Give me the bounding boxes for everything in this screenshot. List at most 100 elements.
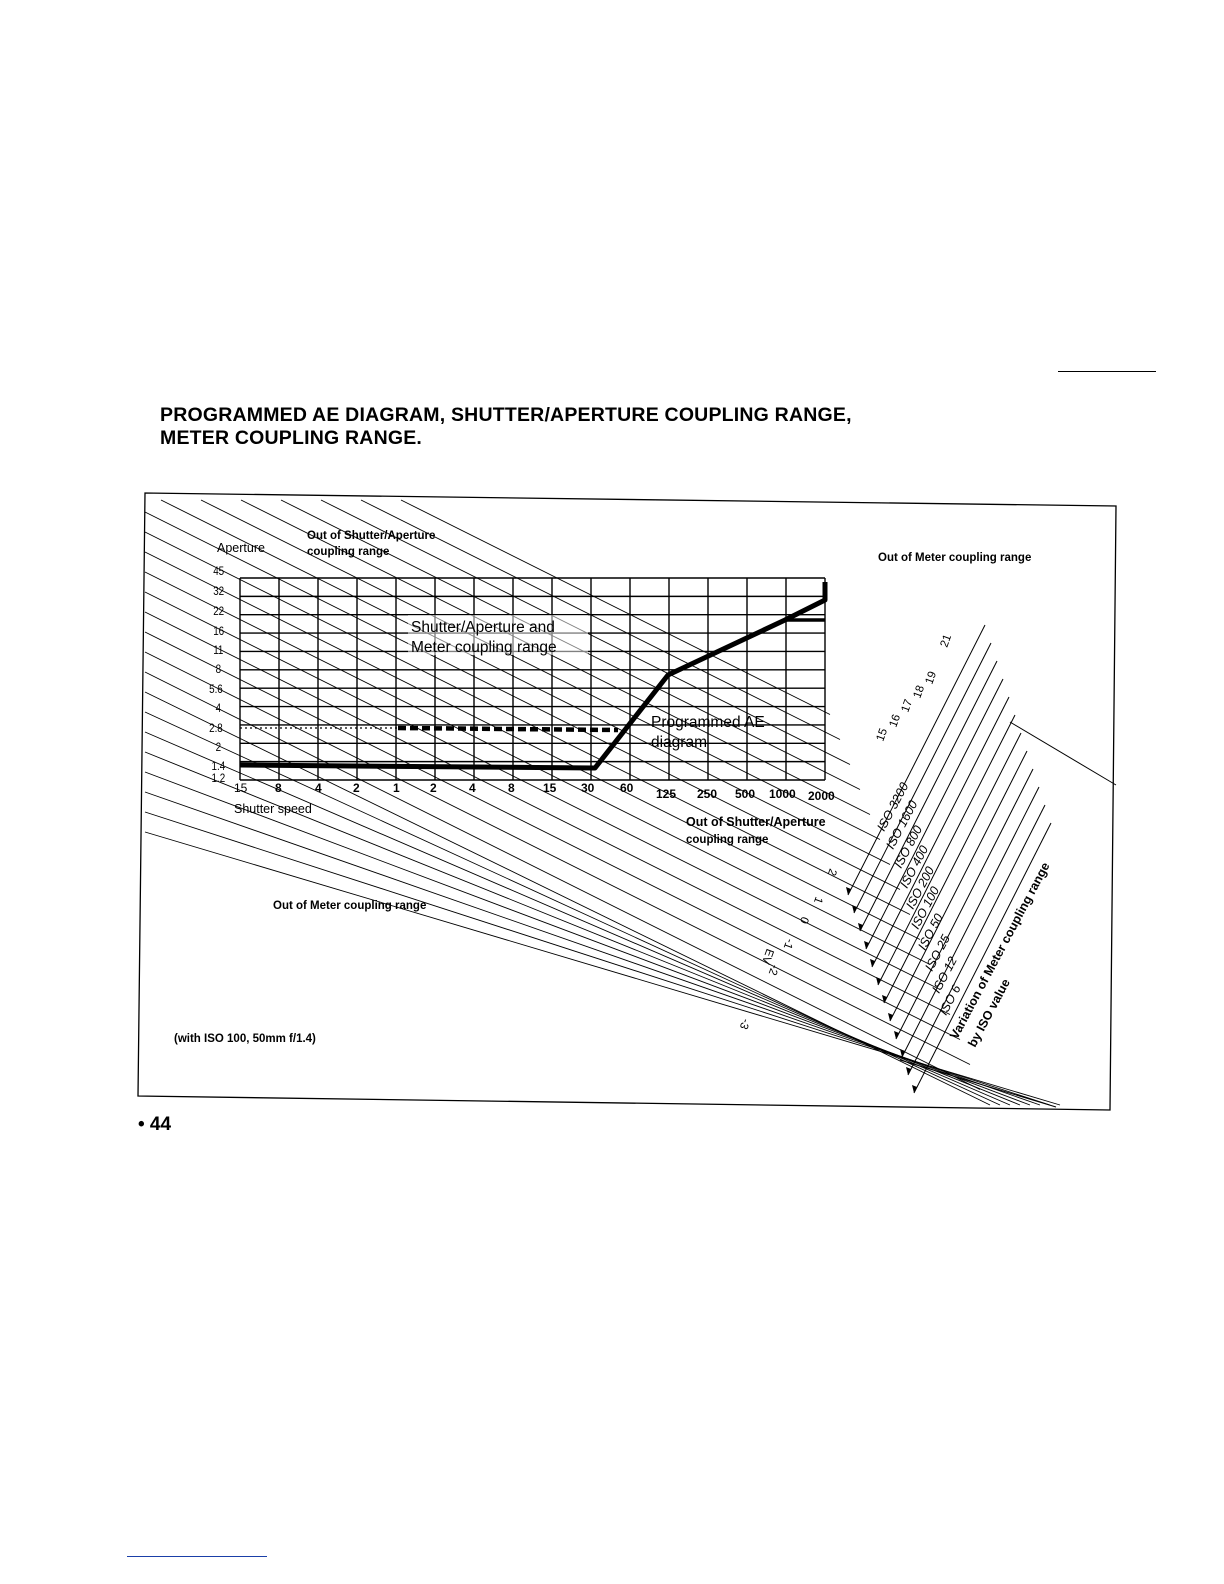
shutter-tick: 8 — [275, 781, 282, 795]
bottom-rule — [127, 1556, 267, 1557]
ev-value-labels: -3 EV -2 -1 0 1 2 15 16 17 18 19 21 — [737, 633, 955, 1031]
aperture-tick: 1.2 — [212, 772, 226, 785]
ev-line — [144, 631, 961, 1040]
ev-value: 21 — [939, 633, 955, 649]
ev-value: 18 — [912, 684, 928, 700]
zone-out-of-meter-bottom: Out of Meter coupling range — [273, 900, 426, 912]
diagram-frame — [137, 492, 1117, 1111]
aperture-tick-labels: 45 32 22 16 11 8 5.6 4 2.8 2 1.4 1.2 — [209, 565, 225, 785]
iso-scale-line — [913, 822, 1052, 1094]
aperture-axis-title: Aperture — [217, 541, 265, 555]
shutter-tick: 1000 — [769, 787, 796, 801]
ev-line — [144, 511, 901, 890]
iso-scale-line — [883, 732, 1022, 1004]
ev-value: 17 — [900, 698, 916, 714]
meter-range-boundary — [899, 1059, 1057, 1108]
aperture-tick: 8 — [216, 663, 221, 676]
zone-out-of-shutter-aperture-right-line2: coupling range — [686, 834, 768, 846]
ev-line — [144, 591, 941, 990]
ev-line — [144, 811, 1051, 1106]
iso-scale-arrowhead — [864, 941, 869, 949]
shutter-tick: 15 — [234, 781, 248, 795]
top-rule — [1058, 371, 1156, 372]
shutter-tick: 2 — [353, 781, 360, 795]
ev-line — [144, 791, 1041, 1106]
iso-scale-line — [853, 642, 992, 914]
shutter-tick-labels: 15 8 4 2 1 2 4 8 15 30 60 125 250 500 10… — [234, 781, 835, 803]
shutter-axis-title: Shutter speed — [234, 802, 312, 816]
iso-scale-line — [889, 750, 1028, 1022]
coupling-grid — [239, 577, 826, 781]
aperture-tick: 2 — [216, 741, 221, 754]
dashed-thick-segment — [397, 725, 619, 733]
shutter-tick: 8 — [508, 781, 515, 795]
page-heading: PROGRAMMED AE DIAGRAM, SHUTTER/APERTURE … — [160, 404, 852, 450]
shutter-tick: 250 — [697, 787, 717, 801]
iso-scale-arrowhead — [870, 959, 875, 967]
iso-scale-arrowhead — [882, 995, 887, 1003]
iso-scale-line — [859, 660, 998, 932]
ev-value: 2 — [825, 867, 838, 877]
coupling-range-label-line1: Shutter/Aperture and — [411, 619, 555, 636]
ev-value: 15 — [875, 727, 891, 743]
ev-line — [144, 551, 921, 940]
ev-line — [400, 499, 831, 715]
zone-out-of-shutter-aperture-top-line2: coupling range — [307, 546, 389, 558]
coupling-range-label-bg — [408, 615, 588, 655]
aperture-tick: 16 — [213, 625, 224, 638]
zone-out-of-shutter-aperture-top-line1: Out of Shutter/Aperture — [307, 530, 435, 542]
dashed-aperture-line — [240, 725, 619, 733]
programmed-ae-curve — [239, 582, 828, 771]
iso-scale-arrowhead — [906, 1067, 911, 1075]
ev-value: -2 — [766, 963, 781, 977]
iso-variation-label-line1: Variation of Meter coupling range — [947, 860, 1052, 1041]
shutter-tick: 125 — [656, 787, 676, 801]
iso-scale-arrowhead — [900, 1049, 905, 1057]
shutter-tick: 2 — [430, 781, 437, 795]
programmed-ae-label-line2: diagram — [651, 734, 707, 751]
ev-line — [160, 499, 891, 865]
shutter-tick: 60 — [620, 781, 634, 795]
aperture-tick: 2.8 — [209, 722, 223, 735]
ev-value: 0 — [797, 915, 810, 925]
ev-value: 16 — [888, 713, 904, 729]
page-number: • 44 — [138, 1114, 172, 1135]
iso-scale-arrowhead — [888, 1013, 893, 1021]
ev-diagonal-lines — [144, 499, 1061, 1106]
ev-line — [144, 671, 981, 1090]
iso-scale-arrowhead — [846, 887, 851, 895]
ev-value: -3 — [737, 1017, 752, 1031]
iso-scale-line — [907, 804, 1046, 1076]
ev-line — [360, 499, 841, 740]
iso-scale-line — [895, 768, 1034, 1040]
programmed-ae-line — [239, 582, 828, 771]
ev-line — [144, 531, 911, 915]
aperture-tick: 45 — [213, 565, 224, 578]
conditions-note: (with ISO 100, 50mm f/1.4) — [174, 1033, 316, 1045]
iso-scale-arrowhead — [894, 1031, 899, 1039]
iso-scale-line — [847, 624, 986, 896]
aperture-tick: 22 — [213, 605, 224, 618]
aperture-tick: 1.4 — [212, 760, 226, 773]
iso-scale-line — [865, 678, 1004, 950]
ev-line — [144, 831, 1061, 1106]
shutter-tick: 15 — [543, 781, 557, 795]
iso-scale-arrowhead — [852, 905, 857, 913]
iso-scale-line — [871, 696, 1010, 968]
shutter-tick: 4 — [315, 781, 322, 795]
meter-range-boundary — [1009, 721, 1117, 786]
iso-scale-line — [877, 714, 1016, 986]
shutter-tick: 4 — [469, 781, 476, 795]
programmed-ae-label-line1: Programmed AE — [651, 714, 765, 731]
shutter-tick: 500 — [735, 787, 755, 801]
aperture-tick: 5.6 — [209, 683, 223, 696]
ev-value: 19 — [924, 670, 940, 686]
ev-value: 1 — [811, 895, 824, 905]
ev-arrows — [846, 624, 1117, 1108]
iso-scale-arrowhead — [876, 977, 881, 985]
iso-scale-arrowhead — [912, 1085, 917, 1093]
ev-value: -1 — [781, 937, 796, 951]
shutter-tick: 1 — [393, 781, 400, 795]
aperture-tick: 11 — [213, 644, 223, 657]
